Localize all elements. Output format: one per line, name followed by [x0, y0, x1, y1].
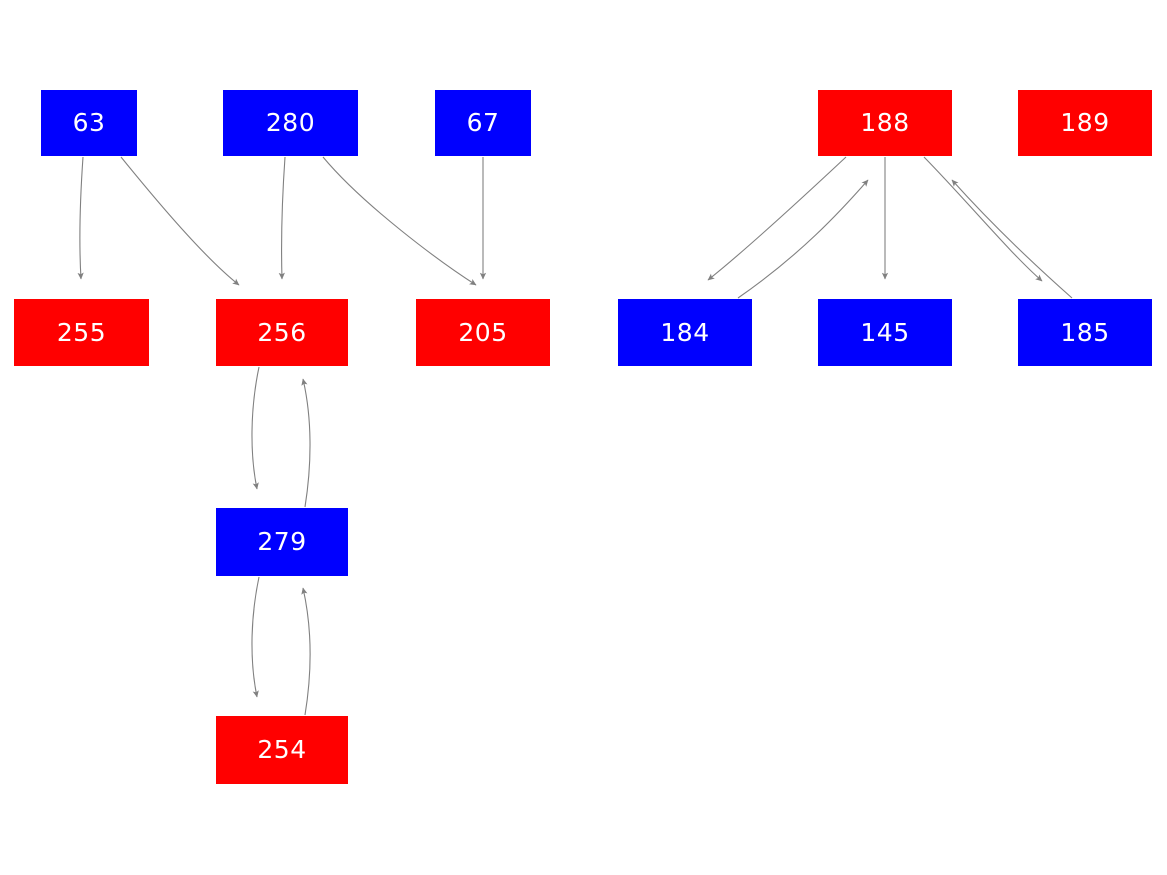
edge-63-to-256 — [120, 156, 240, 286]
edge-280-to-256 — [278, 156, 286, 280]
node-279[interactable]: 279 — [216, 508, 348, 576]
node-label-254: 254 — [257, 735, 307, 764]
node-label-145: 145 — [860, 317, 910, 347]
edge-185-to-188 — [951, 179, 1073, 299]
node-label-189: 189 — [1060, 108, 1110, 137]
node-67[interactable]: 67 — [435, 90, 531, 156]
node-label-188: 188 — [860, 108, 910, 137]
edge-184-to-188 — [737, 179, 869, 299]
edge-254-to-279 — [301, 587, 311, 716]
node-label-205: 205 — [458, 317, 508, 347]
edge-188-to-185 — [923, 156, 1043, 282]
node-256[interactable]: 256 — [216, 299, 348, 366]
node-label-63: 63 — [72, 108, 106, 137]
edge-256-to-279 — [251, 366, 260, 490]
node-184[interactable]: 184 — [618, 299, 752, 366]
node-188[interactable]: 188 — [818, 90, 952, 156]
edge-188-to-184 — [707, 156, 847, 281]
node-label-185: 185 — [1060, 317, 1110, 347]
node-254[interactable]: 254 — [216, 716, 348, 784]
node-145[interactable]: 145 — [818, 299, 952, 366]
edge-63-to-255 — [77, 156, 84, 280]
node-185[interactable]: 185 — [1018, 299, 1152, 366]
node-label-279: 279 — [257, 527, 307, 556]
node-255[interactable]: 255 — [14, 299, 149, 366]
node-63[interactable]: 63 — [41, 90, 137, 156]
edge-279-to-256 — [301, 378, 311, 508]
node-label-184: 184 — [660, 317, 710, 347]
node-label-67: 67 — [466, 108, 500, 137]
edge-280-to-205 — [322, 156, 477, 286]
node-label-280: 280 — [265, 108, 316, 137]
node-189[interactable]: 189 — [1018, 90, 1152, 156]
edge-279-to-254 — [251, 576, 260, 698]
node-280[interactable]: 280 — [223, 90, 358, 156]
node-label-256: 256 — [257, 317, 307, 347]
node-205[interactable]: 205 — [416, 299, 550, 366]
node-label-255: 255 — [56, 317, 107, 347]
